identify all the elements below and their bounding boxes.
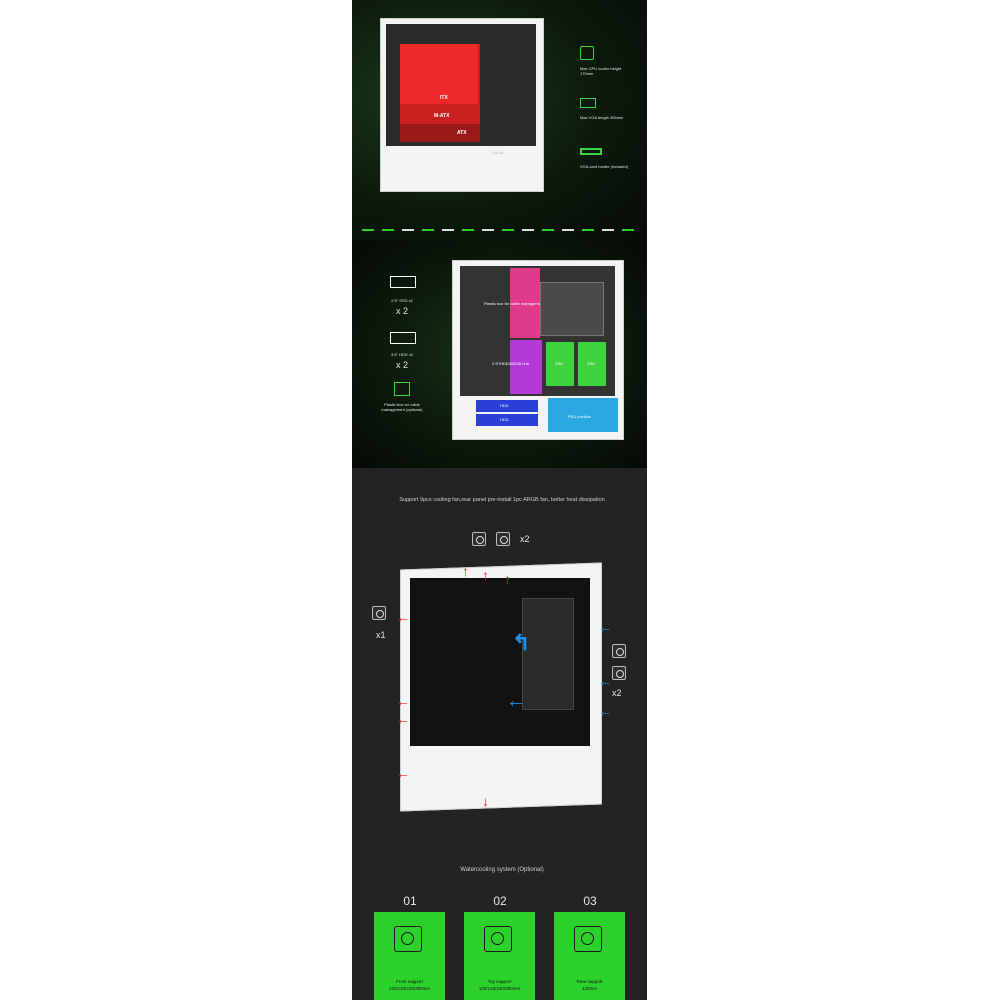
brand-mark: SAMA — [492, 150, 504, 155]
fan-icon — [372, 606, 386, 620]
radiator-pump-icon — [394, 926, 422, 952]
option-number-03: 03 — [583, 894, 597, 908]
rear-support-card: Rear support 120mm — [554, 912, 625, 1000]
rear-exhaust-arrow: ← — [396, 693, 410, 709]
ssd-slot-1 — [546, 342, 574, 386]
fan-icon — [496, 532, 510, 546]
matx-label: M-ATX — [434, 113, 450, 119]
airflow-arrow: ↰ — [512, 630, 531, 655]
spec-vga-length: Max VGA length 365mm — [580, 115, 624, 120]
divider-dash — [462, 229, 474, 231]
divider-dash — [482, 229, 494, 231]
storage-section: 2.5" SSD x2 x 2 3.5" HDD x2 x 2 Plastic … — [352, 240, 647, 468]
radiator-pump-icon — [484, 926, 512, 952]
itx-zone — [400, 44, 478, 104]
plastic-box-zone-label: Plastic box for cable management — [484, 301, 545, 306]
ssd-slot-2-label: SSD — [587, 361, 596, 366]
radiator-pump-icon — [574, 926, 602, 952]
psu-zone-label: PSU position — [568, 414, 592, 419]
psu-zone — [548, 398, 618, 432]
divider-dash — [442, 229, 454, 231]
fan-icon — [612, 666, 626, 680]
divider-dash — [582, 229, 594, 231]
front-support-sizes: 120/140/240/280mm — [388, 986, 431, 991]
cooling-headline: Support 9pcs cooling fan,rear panel pre-… — [399, 497, 605, 503]
hdd-icon — [390, 332, 416, 344]
hdd-bay-2-label: HDD — [500, 417, 509, 422]
hdd-label: 3.5" HDD x2 — [390, 352, 414, 357]
rear-exhaust-arrow: ← — [396, 765, 410, 781]
divider-dash — [542, 229, 554, 231]
fan-icon — [612, 644, 626, 658]
plastic-box-zone — [510, 268, 540, 338]
rear-support-label: Rear support — [576, 979, 603, 984]
hdd-bay-1-label: HDD — [500, 403, 509, 408]
vga-card-icon — [580, 98, 596, 108]
itx-label: ITX — [440, 95, 448, 101]
hdd-bay-2 — [476, 414, 538, 426]
ssd-hdd-zone-label: 2.5"/HDD/ARGB hub — [492, 361, 529, 366]
top-exhaust-arrow: ↑ — [504, 571, 511, 587]
divider-dash — [402, 229, 414, 231]
cable-box-icon — [394, 382, 410, 396]
top-support-sizes: 120/140/240/280mm — [478, 986, 521, 991]
ssd-slot-2 — [578, 342, 606, 386]
rear-exhaust-arrow: ← — [396, 711, 410, 727]
top-exhaust-arrow: ↑ — [462, 563, 469, 579]
vga-holder-icon — [580, 148, 602, 155]
option-number-01: 01 — [403, 894, 417, 908]
watercooling-title: Watercooling system (Optional) — [460, 867, 544, 873]
divider-dash — [562, 229, 574, 231]
product-detail-strip: ITX M-ATX ATX SAMA Max CPU cooler height… — [352, 0, 647, 1000]
cpu-cooler-icon — [580, 46, 594, 60]
front-support-card: Front support 120/140/240/280mm — [374, 912, 445, 1000]
bottom-exhaust-arrow: ↓ — [482, 793, 489, 809]
divider-dash — [382, 229, 394, 231]
divider-dash — [602, 229, 614, 231]
top-support-card: Top support 120/140/240/280mm — [464, 912, 535, 1000]
rear-fan-count: x1 — [376, 630, 386, 640]
divider-dash — [522, 229, 534, 231]
hdd-bay-1 — [476, 400, 538, 412]
cable-box-label: Plastic box for cable management (option… — [381, 402, 423, 412]
ssd-hdd-zone — [510, 340, 542, 394]
divider-dash — [502, 229, 514, 231]
front-support-label: Front support — [396, 979, 423, 984]
spec-vga-holder: VGA card holder (included) — [580, 164, 629, 169]
rear-exhaust-arrow: ← — [396, 609, 410, 625]
front-intake-arrow: ← — [598, 673, 612, 689]
ssd-count: x 2 — [395, 306, 408, 316]
hdd-count: x 2 — [395, 360, 408, 370]
ssd-slot-1-label: SSD — [555, 361, 564, 366]
atx-label: ATX — [457, 130, 467, 136]
rear-support-sizes: 120mm — [581, 986, 597, 991]
fan-icon — [472, 532, 486, 546]
option-number-02: 02 — [493, 894, 507, 908]
top-support-label: Top support — [487, 979, 512, 984]
airflow-arrow: ← — [506, 690, 526, 712]
divider-dash — [362, 229, 374, 231]
spec-cpu-cooler: Max CPU cooler height 170mm — [580, 66, 622, 76]
front-fan-bracket — [522, 598, 574, 710]
ssd-label: 2.5" SSD x2 — [391, 298, 413, 303]
cooling-section: Support 9pcs cooling fan,rear panel pre-… — [352, 468, 647, 1000]
motherboard-support-section: ITX M-ATX ATX SAMA Max CPU cooler height… — [352, 0, 647, 240]
front-intake-arrow: ← — [598, 703, 612, 719]
top-fan-count: x2 — [520, 534, 530, 544]
front-fan-count: x2 — [612, 688, 622, 698]
divider-dash — [622, 229, 634, 231]
divider-dash — [422, 229, 434, 231]
top-exhaust-arrow: ↑ — [482, 567, 489, 583]
ssd-icon — [390, 276, 416, 288]
motherboard-tray — [540, 282, 604, 336]
front-intake-arrow: ← — [598, 619, 612, 635]
